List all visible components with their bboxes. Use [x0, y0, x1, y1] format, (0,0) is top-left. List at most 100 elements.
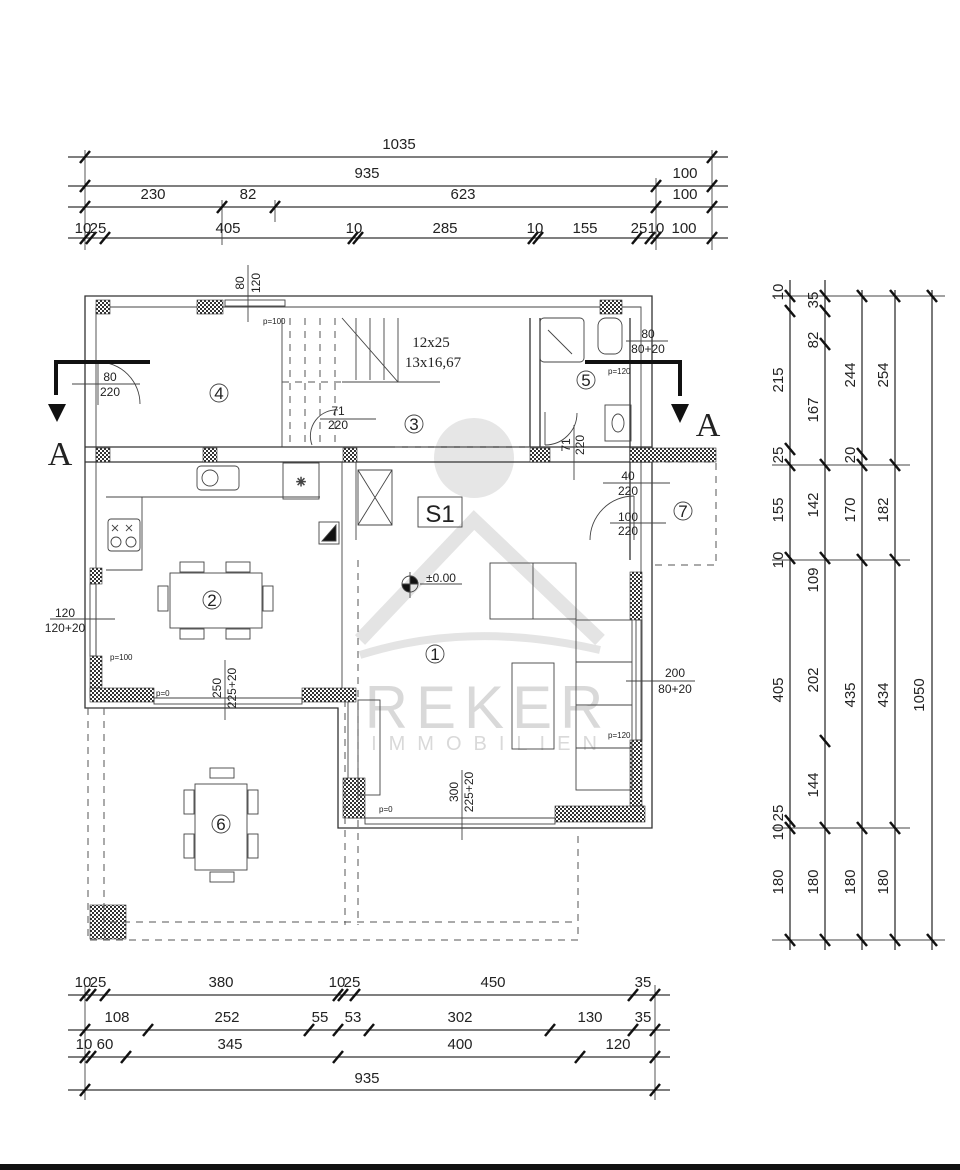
dim-right: 180 [842, 869, 859, 894]
bottom-edge-bar [0, 1164, 960, 1170]
dining-table [169, 572, 263, 629]
dim-right: 25 [770, 447, 787, 464]
dim-bottom: 35 [635, 974, 652, 991]
door-height: 220 [328, 418, 348, 432]
dim-top: 10 [346, 220, 363, 237]
dim-bottom: 10 [329, 974, 346, 991]
dim-right: 405 [770, 677, 787, 702]
window-width: 80 [641, 327, 655, 341]
dim-right: 215 [770, 367, 787, 392]
dim-bottom: 10 [76, 1036, 93, 1053]
dim-right: 10 [770, 824, 787, 841]
dim-right: 170 [842, 497, 859, 522]
tv-unit [357, 699, 381, 796]
dim-right: 10 [770, 284, 787, 301]
stair-dims-1: 12x25 [412, 335, 450, 351]
top-dimensions: 1035 935 100 230 82 623 100 10 25 405 10… [68, 136, 728, 250]
door-height: 220 [618, 484, 638, 498]
washbasin-icon [604, 404, 632, 442]
opening-labels: 80 120 p=100 80 220 71 220 80 80+20 p=12… [45, 265, 695, 840]
room-6: 6 [216, 815, 225, 834]
door-height: 220 [618, 524, 638, 538]
dim-bottom: 120 [605, 1036, 630, 1053]
door-width: 71 [331, 404, 345, 418]
room-numbers: 1 2 3 4 5 6 7 [202, 370, 693, 834]
dim-bottom: 108 [104, 1009, 129, 1026]
watermark-sub: IMMOBILIEN [371, 733, 609, 755]
dim-bottom: 35 [635, 1009, 652, 1026]
right-dimensions: 10 215 25 155 10 405 10 25 180 35 82 167… [770, 280, 945, 950]
dim-top: 230 [140, 186, 165, 203]
terrace-table [194, 783, 248, 871]
parapet-label: p=100 [263, 317, 286, 326]
dim-top: 10 [648, 220, 665, 237]
dim-right: 254 [875, 362, 892, 387]
dim-right: 10 [770, 552, 787, 569]
watermark-brand: REKER [365, 674, 612, 741]
dim-right: 82 [805, 332, 822, 349]
door-width: 100 [618, 510, 638, 524]
dim-bottom: 302 [447, 1009, 472, 1026]
dim-right: 180 [805, 869, 822, 894]
dim-right: 434 [875, 682, 892, 707]
window-height: 225+20 [225, 667, 239, 708]
room-5: 5 [581, 371, 590, 390]
shower-icon [539, 317, 585, 363]
dim-top: 285 [432, 220, 457, 237]
dim-bottom: 345 [217, 1036, 242, 1053]
dim-bottom: 400 [447, 1036, 472, 1053]
window-height: 80+20 [658, 682, 692, 696]
plan-labels: 12x25 13x16,67 S1 ±0.00 [405, 335, 462, 585]
dim-bottom: 252 [214, 1009, 239, 1026]
dim-top: 623 [450, 186, 475, 203]
window-height: 80+20 [631, 342, 665, 356]
dim-top: 935 [354, 165, 379, 182]
dim-bottom: 450 [480, 974, 505, 991]
stove-icon [107, 518, 141, 552]
door-width: 80 [103, 370, 117, 384]
dim-bottom: 25 [90, 974, 107, 991]
section-label-left: A [48, 436, 73, 473]
room-2: 2 [207, 591, 216, 610]
coffee-table [511, 662, 555, 750]
dim-right: 155 [770, 497, 787, 522]
window-height: 120 [249, 273, 263, 293]
dim-right: 25 [770, 805, 787, 822]
section-markers: A A [48, 360, 721, 473]
window-width: 80 [233, 276, 247, 290]
dim-right: 144 [805, 772, 822, 797]
room-1: 1 [430, 645, 439, 664]
dim-top: 82 [240, 186, 257, 203]
dim-top: 405 [215, 220, 240, 237]
parapet-label: p=100 [110, 653, 133, 662]
dim-bottom: 53 [345, 1009, 362, 1026]
dim-bottom: 380 [208, 974, 233, 991]
watermark-logo: REKER IMMOBILIEN [354, 418, 612, 755]
dim-top: 100 [671, 220, 696, 237]
dim-right: 180 [875, 869, 892, 894]
dim-bottom: 10 [75, 974, 92, 991]
dim-right: 180 [770, 869, 787, 894]
dim-bottom: 55 [312, 1009, 329, 1026]
section-label-right: A [696, 407, 721, 444]
dim-right: 1050 [911, 678, 928, 711]
dim-top: 25 [90, 220, 107, 237]
bottom-dimensions: 10 25 380 10 25 450 35 108 252 55 53 302… [68, 974, 670, 1100]
chimney-icon [321, 523, 337, 542]
dim-right: 182 [875, 497, 892, 522]
walls [84, 295, 717, 941]
dim-top: 100 [672, 165, 697, 182]
parapet-label: p=120 [608, 731, 631, 740]
dim-right: 142 [805, 492, 822, 517]
door-height: 220 [100, 385, 120, 399]
dim-right: 35 [805, 292, 822, 309]
dim-right: 109 [805, 567, 822, 592]
window-width: 250 [210, 678, 224, 698]
dim-right: 244 [842, 362, 859, 387]
parapet-label: p=120 [608, 367, 631, 376]
door-height: 220 [573, 435, 587, 455]
dim-bottom: 60 [97, 1036, 114, 1053]
room-7: 7 [678, 502, 687, 521]
dim-right: 202 [805, 667, 822, 692]
